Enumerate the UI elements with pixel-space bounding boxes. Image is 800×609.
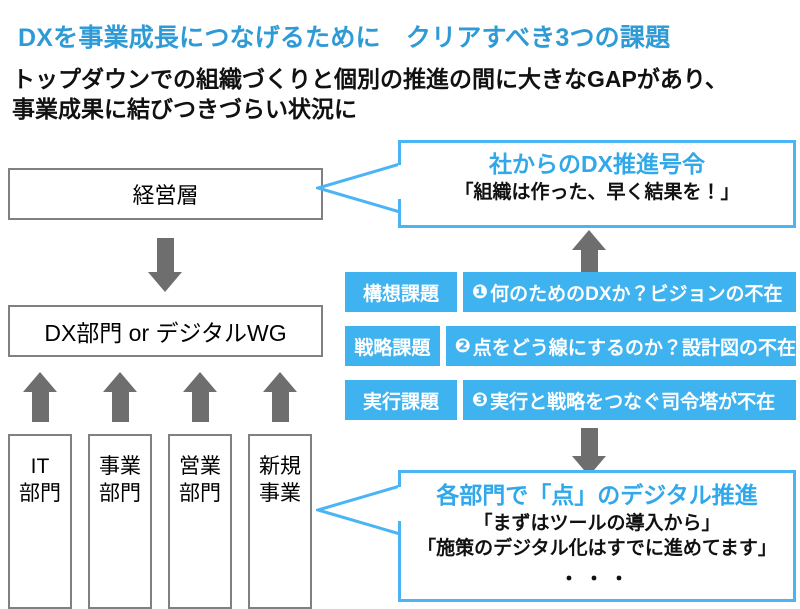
- dept-box-new-business: 新規 事業: [248, 434, 312, 609]
- dept-box-it: IT 部門: [8, 434, 72, 609]
- challenge-text-1: 何のためのDXか？ビジョンの不在: [490, 283, 783, 305]
- dept-box-new-business-line-1: 新規: [259, 455, 301, 478]
- challenge-list: 構想課題 ❶ 何のためのDXか？ビジョンの不在 戦略課題 ❷ 点をどう線にするの…: [345, 272, 796, 420]
- callout-bottom-tail: [316, 484, 401, 536]
- dept-box-it-line-1: IT: [30, 455, 50, 478]
- page-subtitle-line-2: 事業成果に結びつきづらい状況に: [12, 96, 357, 123]
- challenge-text-2: 点をどう線にするのか？設計図の不在: [472, 337, 796, 359]
- org-box-dx-department: DX部門 or デジタルWG: [8, 305, 323, 357]
- dept-box-business: 事業 部門: [88, 434, 152, 609]
- arrow-up-dept-it: [23, 372, 57, 422]
- challenge-row-1[interactable]: 構想課題 ❶ 何のためのDXか？ビジョンの不在: [345, 272, 796, 312]
- arrow-up-challenges-to-top-callout: [572, 230, 606, 274]
- org-box-dx-department-label: DX部門 or デジタルWG: [44, 320, 287, 346]
- challenge-row-3[interactable]: 実行課題 ❸ 実行と戦略をつなぐ司令塔が不在: [345, 380, 796, 420]
- challenge-desc-3: ❸ 実行と戦略をつなぐ司令塔が不在: [463, 380, 796, 420]
- dept-box-sales-line-1: 営業: [179, 455, 221, 478]
- challenge-text-3: 実行と戦略をつなぐ司令塔が不在: [490, 391, 776, 413]
- challenge-tag-1: 構想課題: [345, 272, 457, 312]
- callout-top-quote: 「組織は作った、早く結果を！」: [454, 181, 740, 203]
- page-subtitle-line-1: トップダウンでの組織づくりと個別の推進の間に大きなGAPがあり、: [12, 66, 728, 92]
- callout-bottom-quote-2: 「施策のデジタル化はすでに進めてます」: [417, 538, 777, 560]
- dept-box-new-business-line-2: 事業: [259, 481, 301, 505]
- callout-bottom-notch: [398, 487, 403, 521]
- dept-box-sales: 営業 部門: [168, 434, 232, 609]
- callout-top: 社からのDX推進号令 「組織は作った、早く結果を！」: [398, 140, 796, 228]
- challenge-desc-1: ❶ 何のためのDXか？ビジョンの不在: [463, 272, 796, 312]
- arrow-up-dept-sales: [183, 372, 217, 422]
- challenge-number-3: ❸: [472, 389, 489, 411]
- org-box-management: 経営層: [8, 168, 323, 220]
- challenge-tag-2: 戦略課題: [345, 326, 440, 366]
- page-title: DXを事業成長につなげるために クリアすべき3つの課題: [18, 24, 671, 52]
- page-subtitle: トップダウンでの組織づくりと個別の推進の間に大きなGAPがあり、 事業成果に結び…: [12, 64, 792, 125]
- challenge-number-2: ❷: [454, 335, 471, 357]
- callout-bottom: 各部門で「点」のデジタル推進 「まずはツールの導入から」 「施策のデジタル化はす…: [398, 470, 796, 602]
- challenge-number-1: ❶: [472, 281, 489, 303]
- challenge-row-2[interactable]: 戦略課題 ❷ 点をどう線にするのか？設計図の不在: [345, 326, 796, 366]
- callout-top-tail: [316, 162, 401, 214]
- challenge-tag-3: 実行課題: [345, 380, 457, 420]
- dept-box-business-line-1: 事業: [99, 455, 141, 478]
- org-box-management-label: 経営層: [132, 183, 199, 208]
- callout-bottom-ellipsis: ・・・: [559, 568, 635, 590]
- dept-box-business-line-2: 部門: [99, 481, 141, 505]
- arrow-up-dept-business: [103, 372, 137, 422]
- callout-bottom-quote-1: 「まずはツールの導入から」: [473, 512, 721, 534]
- callout-top-title: 社からのDX推進号令: [489, 151, 705, 177]
- arrow-up-dept-new-business: [263, 372, 297, 422]
- dept-box-it-line-2: 部門: [19, 481, 61, 505]
- callout-top-notch: [398, 165, 403, 199]
- callout-bottom-title: 各部門で「点」のデジタル推進: [436, 482, 758, 508]
- dept-box-sales-line-2: 部門: [179, 481, 221, 505]
- challenge-desc-2: ❷ 点をどう線にするのか？設計図の不在: [445, 326, 796, 366]
- arrow-down-management-to-dx: [148, 238, 182, 294]
